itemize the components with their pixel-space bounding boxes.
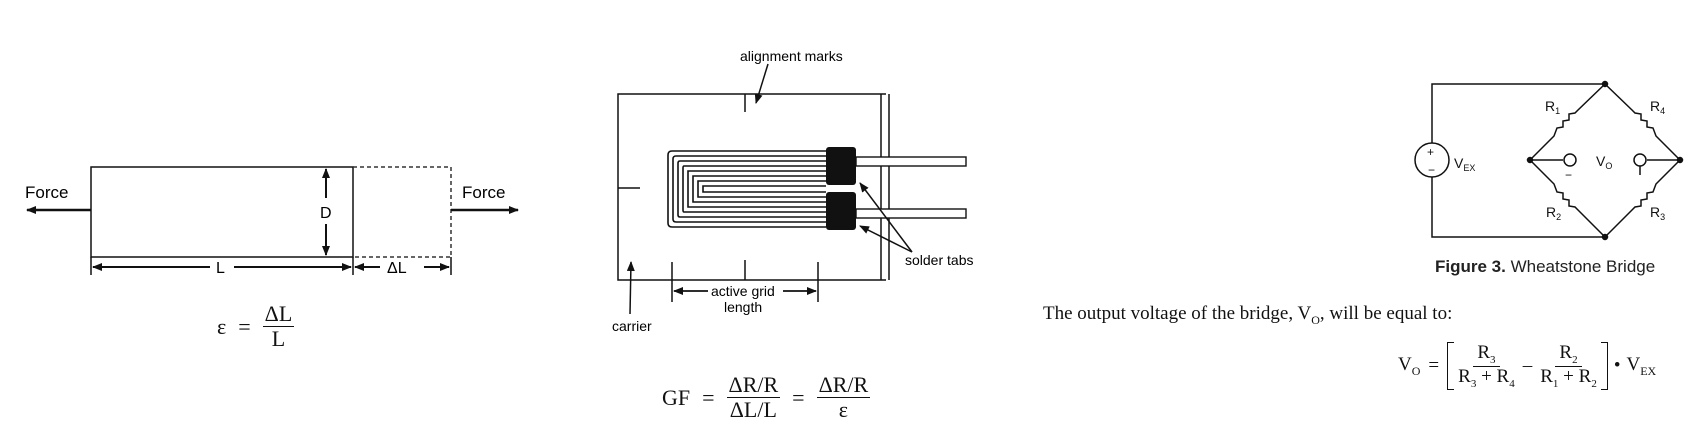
length-label: length [724, 299, 762, 315]
resistor-r2 [1529, 159, 1606, 238]
fraction-r2-denominator: R1 + R2 [1540, 365, 1597, 390]
numerator-1: ΔR/R [726, 372, 781, 399]
force-label-right: Force [462, 183, 505, 202]
bridge-wire-top [1431, 83, 1605, 146]
active-grid-label: active grid [711, 283, 775, 299]
figure-title: Wheatstone Bridge [1510, 257, 1656, 276]
vex-source [1414, 142, 1450, 178]
output-voltage-sentence: The output voltage of the bridge, VO, wi… [1043, 303, 1452, 328]
carrier-pointer [626, 261, 635, 315]
bar-diagram: Force Force D L ΔL [25, 166, 519, 277]
lead-wire-top [855, 156, 967, 167]
solder-tab-bottom [826, 192, 856, 230]
fraction-r3: R3 R3 + R4 [1458, 342, 1515, 390]
r2-label: R2 [1546, 204, 1561, 222]
vo-terminal-plus [1633, 153, 1647, 167]
gf-symbol: GF [662, 384, 691, 410]
node-top [1601, 80, 1609, 88]
bridge-labels: + − VEX R1 R4 R2 R3 VO − [1427, 98, 1665, 222]
solder-tabs-label: solder tabs [905, 252, 973, 268]
fraction: ΔL L [262, 301, 295, 352]
node-left [1526, 156, 1534, 164]
gauge-factor-equation: GF = ΔR/R ΔL/L = ΔR/R ε [662, 372, 871, 423]
resistor-r4 [1604, 83, 1681, 161]
vex-label: VEX [1454, 155, 1475, 173]
force-label-left: Force [25, 183, 68, 202]
vo-terminal-minus [1563, 153, 1577, 167]
vo-minus-sign: − [1565, 168, 1572, 182]
fraction-2: ΔR/R ε [816, 372, 871, 423]
vex-symbol: VEX [1626, 353, 1657, 378]
node-bottom [1601, 233, 1609, 241]
r1-label: R1 [1545, 98, 1560, 116]
strain-gauge-diagram: alignment marks solder tabs active grid … [612, 48, 973, 334]
vo-label: VO [1596, 153, 1612, 171]
bracket-right [1600, 342, 1608, 390]
vo-symbol: VO [1398, 353, 1421, 378]
multiply-dot: • [1613, 355, 1621, 376]
source-minus-sign: − [1428, 163, 1435, 177]
r4-label: R4 [1650, 98, 1665, 116]
equals-sign: = [238, 313, 251, 339]
l-label: L [216, 260, 225, 277]
figure-number: Figure 3. [1435, 257, 1506, 276]
numerator: ΔL [262, 301, 295, 328]
carrier-outline [617, 93, 886, 281]
bar-extension-outline [353, 166, 452, 258]
strain-equation: ε = ΔL L [217, 301, 295, 352]
carrier-label: carrier [612, 318, 652, 334]
figure-caption: Figure 3. Wheatstone Bridge [1435, 257, 1655, 277]
resistor-r1 [1529, 83, 1606, 161]
bracket-left [1447, 342, 1455, 390]
bar-body [90, 166, 354, 258]
source-plus-sign: + [1427, 145, 1434, 159]
fraction-r3-numerator: R3 [1473, 342, 1500, 367]
alignment-marks-label: alignment marks [740, 48, 843, 64]
node-right [1676, 156, 1684, 164]
equals-sign-2: = [792, 384, 805, 410]
solder-tabs-pointer-2 [859, 225, 913, 253]
alignment-marks-pointer [754, 63, 769, 104]
sentence-part-1: The output voltage of the bridge, V [1043, 303, 1312, 324]
fraction-r2: R2 R1 + R2 [1540, 342, 1597, 390]
r3-label: R3 [1650, 204, 1665, 222]
numerator-2: ΔR/R [816, 372, 871, 399]
resistor-r3 [1604, 159, 1681, 238]
fraction-1: ΔR/R ΔL/L [726, 372, 781, 423]
bridge-output-formula: VO = R3 R3 + R4 – R2 R1 + R2 • VEX [1398, 342, 1656, 390]
bridge-wire-bottom [1431, 174, 1605, 238]
lead-wire-bottom [855, 208, 967, 219]
d-label: D [320, 205, 332, 222]
formula-equals: = [1428, 355, 1440, 376]
wheatstone-bridge-diagram [1414, 80, 1684, 241]
gauge-grid [667, 150, 826, 228]
solder-tabs-pointer-1 [859, 182, 913, 253]
equals-sign-1: = [702, 384, 715, 410]
sentence-part-2: , will be equal to: [1319, 303, 1453, 324]
denominator-2: ε [838, 397, 848, 423]
formula-minus: – [1522, 355, 1533, 376]
fraction-r2-numerator: R2 [1555, 342, 1582, 367]
sentence-subscript: O [1311, 312, 1320, 327]
denominator-1: ΔL/L [729, 397, 777, 423]
strain-symbol: ε [217, 313, 227, 339]
denominator: L [271, 326, 286, 352]
fraction-r3-denominator: R3 + R4 [1458, 365, 1515, 390]
dl-label: ΔL [387, 260, 407, 277]
solder-tab-top [826, 147, 856, 185]
